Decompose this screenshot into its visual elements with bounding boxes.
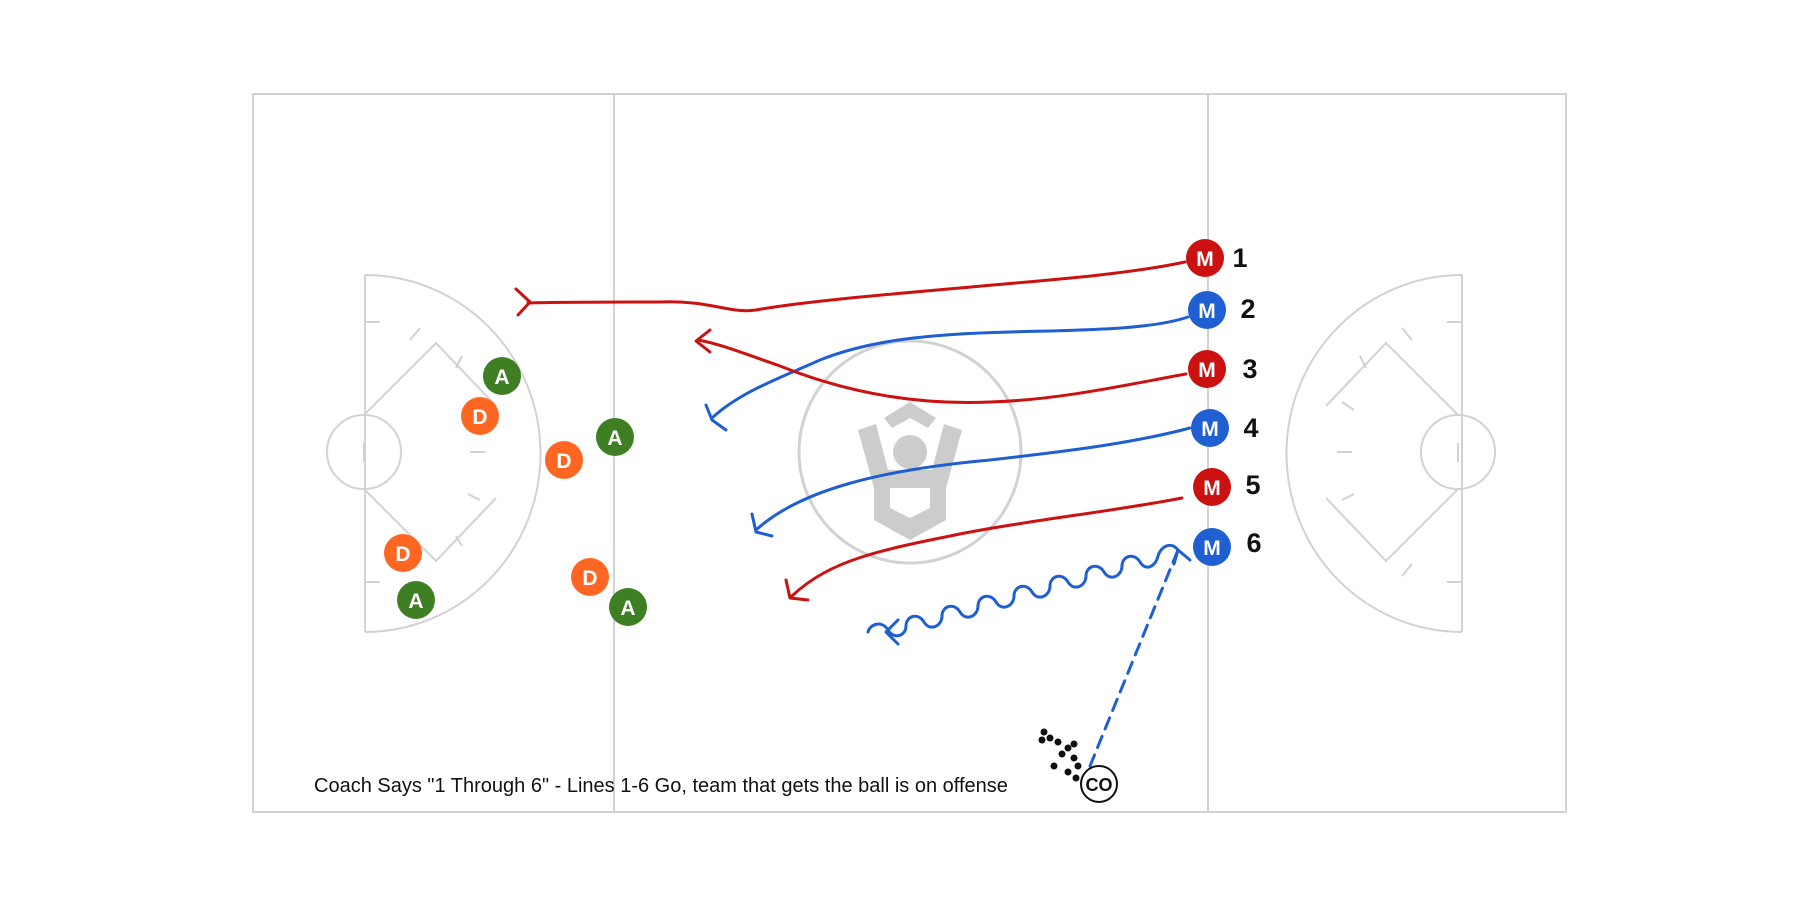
defender-2[interactable]: D — [545, 441, 583, 479]
right-wedge — [1325, 341, 1459, 416]
player-letter: A — [620, 597, 635, 620]
player-token — [1191, 409, 1229, 447]
coach-pass-path — [1088, 548, 1180, 768]
attackers: A A A A — [397, 357, 647, 626]
midfielder-1[interactable]: M 1 — [1186, 239, 1248, 277]
line-number: 5 — [1245, 470, 1260, 500]
line-number: 1 — [1232, 243, 1247, 273]
field — [252, 93, 1567, 813]
right-wedge-lower — [1325, 488, 1459, 563]
right-hash-5 — [1341, 401, 1355, 411]
player-letter: A — [607, 427, 622, 450]
player-token — [461, 397, 499, 435]
left-wedge-lower — [363, 488, 497, 563]
right-hash-4 — [1359, 355, 1367, 369]
player-letter: M — [1203, 477, 1221, 500]
arrow-head-line-4 — [750, 512, 774, 538]
player-token — [571, 558, 609, 596]
player-letter: A — [494, 366, 509, 389]
center-circle — [797, 339, 1023, 565]
left-goal-area — [326, 274, 542, 633]
player-letter: M — [1198, 300, 1216, 323]
left-wedge — [363, 341, 497, 416]
coach-token — [1080, 765, 1118, 803]
midfielder-4[interactable]: M 4 — [1191, 409, 1259, 447]
midfielder-3[interactable]: M 3 — [1188, 350, 1258, 388]
left-hash-8 — [455, 535, 463, 547]
path-line-3 — [696, 338, 1188, 404]
line-number: 6 — [1246, 528, 1261, 558]
arrow-head-line-3 — [694, 328, 712, 354]
left-hash-4 — [455, 355, 463, 369]
player-token — [609, 588, 647, 626]
player-letter: D — [556, 450, 571, 473]
attacker-4[interactable]: A — [609, 588, 647, 626]
player-letter: D — [472, 406, 487, 429]
player-letter: M — [1203, 537, 1221, 560]
right-hash-7 — [1341, 493, 1355, 501]
player-token — [596, 418, 634, 456]
movement-paths — [514, 260, 1192, 768]
path-line-4 — [754, 426, 1192, 532]
defender-4[interactable]: D — [571, 558, 609, 596]
right-hash-8 — [1401, 563, 1413, 577]
coach-pass-arrow-head — [1172, 548, 1192, 566]
line-number: 4 — [1243, 413, 1258, 443]
player-token — [1186, 239, 1224, 277]
balls-icon — [1038, 728, 1082, 782]
midfielder-2[interactable]: M 2 — [1188, 291, 1256, 329]
line-number: 3 — [1242, 354, 1257, 384]
arrow-head-line-2 — [704, 403, 728, 432]
left-hash-7 — [467, 493, 481, 501]
player-token — [1188, 291, 1226, 329]
defender-3[interactable]: D — [384, 534, 422, 572]
right-goal-area — [1285, 274, 1496, 633]
coach-label: CO — [1086, 775, 1113, 795]
arrow-head-line-6 — [884, 618, 900, 646]
line-number: 2 — [1240, 294, 1255, 324]
arrow-head-line-5 — [784, 578, 810, 602]
midfielder-6[interactable]: M 6 — [1193, 528, 1262, 566]
arrow-head-line-1 — [514, 287, 532, 317]
player-letter: D — [395, 543, 410, 566]
path-line-5 — [790, 496, 1184, 598]
player-token — [483, 357, 521, 395]
player-letter: M — [1196, 248, 1214, 271]
player-letter: M — [1198, 359, 1216, 382]
player-letter: D — [582, 567, 597, 590]
right-fan-arc — [1285, 274, 1463, 633]
player-letter: M — [1201, 418, 1219, 441]
player-token — [1193, 468, 1231, 506]
player-token — [384, 534, 422, 572]
left-fan-arc — [364, 274, 542, 633]
player-token — [545, 441, 583, 479]
midfield-lines: M 1 M 2 M 3 M 4 M 5 M 6 — [1186, 239, 1262, 566]
path-line-1 — [526, 260, 1187, 313]
player-letter: A — [408, 590, 423, 613]
defenders: D D D D — [384, 397, 609, 596]
center-logo-icon — [858, 402, 962, 540]
midfielder-5[interactable]: M 5 — [1193, 468, 1261, 506]
path-line-6-dribble — [866, 543, 1180, 638]
right-hash-3 — [1401, 327, 1413, 341]
defender-1[interactable]: D — [461, 397, 499, 435]
player-token — [1193, 528, 1231, 566]
drill-caption: Coach Says "1 Through 6" - Lines 1-6 Go,… — [314, 775, 1008, 797]
left-hash-3 — [409, 327, 421, 341]
attacker-1[interactable]: A — [483, 357, 521, 395]
attacker-3[interactable]: A — [397, 581, 435, 619]
coach[interactable]: CO — [1080, 765, 1118, 803]
player-token — [1188, 350, 1226, 388]
attacker-2[interactable]: A — [596, 418, 634, 456]
player-token — [397, 581, 435, 619]
field-boundary — [252, 93, 1567, 813]
path-line-2 — [710, 315, 1190, 420]
